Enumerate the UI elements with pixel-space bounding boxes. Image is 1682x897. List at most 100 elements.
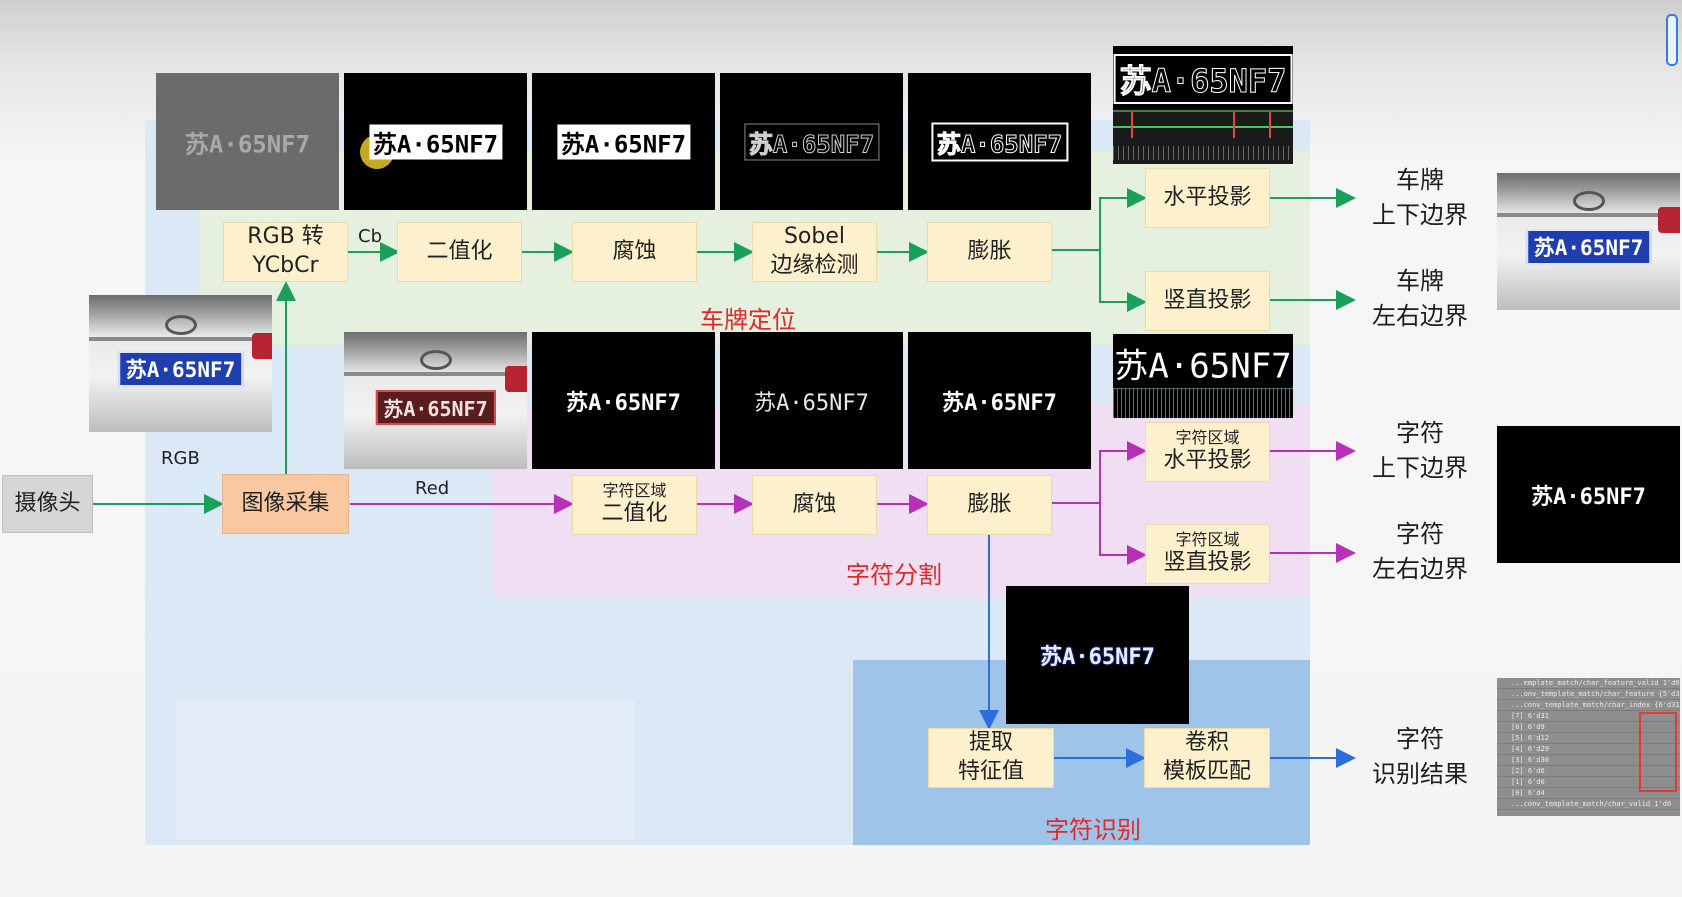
output-char-lr-l1: 字符: [1360, 517, 1480, 552]
conv-template-line2: 模板匹配: [1163, 758, 1251, 787]
dilate-node-1: 膨胀: [927, 222, 1052, 282]
thumb-binarized-plate-text: 苏A·65NF7: [369, 124, 502, 159]
thumb-char-binarized: 苏A·65NF7: [532, 332, 715, 469]
image-acquire-node: 图像采集: [222, 474, 349, 534]
output-char-lr-l2: 左右边界: [1360, 552, 1480, 587]
source-car-plate-text: 苏A·65NF7: [118, 351, 244, 387]
car-taillight-right: [505, 366, 527, 392]
char-hproj-sub: 字符区域: [1175, 428, 1239, 447]
extract-feature-node: 提取 特征值: [928, 728, 1054, 788]
output-char-left-right: 字符 左右边界: [1360, 517, 1480, 587]
char-vproj-main: 竖直投影: [1163, 549, 1251, 578]
car-taillight-right: [252, 333, 272, 359]
thumb-sobel-plate-text: 苏A·65NF7: [744, 123, 879, 160]
char-hproj-main: 水平投影: [1163, 447, 1251, 476]
result-char-image: 苏A·65NF7: [1497, 426, 1680, 563]
thumb-cb-plate-text: 苏A·65NF7: [185, 124, 310, 159]
camera-node: 摄像头: [2, 475, 93, 533]
tree-row: ...conv_template_match/char_valid 1'd0: [1497, 799, 1680, 810]
thumb-eroded: 苏A·65NF7: [532, 73, 715, 210]
tree-row: ...onv_template_match/char_feature {5'd3…: [1497, 689, 1680, 700]
char-hproj-node: 字符区域 水平投影: [1145, 422, 1270, 482]
rgb-to-ycbcr-line2: YCbCr: [253, 252, 319, 281]
vertical-projection-node: 竖直投影: [1145, 271, 1270, 331]
thumb-char-eroded: 苏A·65NF7: [720, 332, 903, 469]
car-trunk-trim: [344, 372, 527, 376]
output-plate-tb-l2: 上下边界: [1360, 198, 1480, 233]
dilate-node-2: 膨胀: [927, 475, 1052, 535]
thumb-projection-plate: 苏A·65NF7: [1113, 46, 1293, 164]
car-logo-icon: [165, 315, 197, 335]
char-vproj-sub: 字符区域: [1175, 530, 1239, 549]
car-taillight-right: [1658, 207, 1680, 233]
thumb-char-bin-plate-text: 苏A·65NF7: [566, 385, 681, 417]
sobel-node: Sobel 边缘检测: [752, 222, 877, 282]
binarize-node: 二值化: [397, 222, 522, 282]
char-binarize-node: 字符区域 二值化: [572, 475, 697, 535]
projection-marker-left: [1131, 112, 1133, 138]
edge-label-red: Red: [415, 478, 449, 499]
sobel-line2: 边缘检测: [770, 252, 858, 281]
output-plate-lr-l2: 左右边界: [1360, 299, 1480, 334]
char-vproj-node: 字符区域 竖直投影: [1145, 524, 1270, 584]
thumb-red-plate-text: 苏A·65NF7: [375, 390, 495, 425]
horizontal-projection-node: 水平投影: [1145, 168, 1270, 228]
waveform-signal-tree: ...emplate_match/char_feature_valid 1'd0…: [1497, 678, 1680, 816]
result-car-image: 苏A·65NF7: [1497, 173, 1680, 310]
thumb-char-eroded-plate-text: 苏A·65NF7: [754, 385, 869, 417]
output-plate-lr-l1: 车牌: [1360, 264, 1480, 299]
tree-row: ...emplate_match/char_feature_valid 1'd0: [1497, 678, 1680, 689]
output-plate-left-right: 车牌 左右边界: [1360, 264, 1480, 334]
thumb-eroded-plate-text: 苏A·65NF7: [557, 124, 690, 159]
highlight-box: [1639, 712, 1677, 792]
erode-node-1: 腐蚀: [572, 222, 697, 282]
projection-graph: [1113, 110, 1293, 164]
sobel-line1: Sobel: [784, 223, 845, 252]
projection-marker-right: [1269, 112, 1271, 138]
edge-label-cb: Cb: [358, 226, 382, 247]
thumb-char-recognize: 苏A·65NF7: [1006, 586, 1189, 724]
output-recognition-result: 字符 识别结果: [1360, 722, 1480, 792]
extract-feature-line2: 特征值: [958, 758, 1024, 787]
tree-row: ...conv_template_match/char_index {6'd31…: [1497, 700, 1680, 711]
thumb-cb-channel: 苏A·65NF7: [156, 73, 339, 210]
scrollbar[interactable]: [1666, 14, 1678, 66]
char-binarize-sub: 字符区域: [602, 481, 666, 500]
thumb-dilated-plate-text: 苏A·65NF7: [931, 122, 1068, 161]
thumb-char-proj-plate-text: 苏A·65NF7: [1114, 338, 1291, 387]
thumb-dilated: 苏A·65NF7: [908, 73, 1091, 210]
conv-template-node: 卷积 模板匹配: [1144, 728, 1270, 788]
char-binarize-main: 二值化: [601, 500, 667, 529]
output-result-l2: 识别结果: [1360, 757, 1480, 792]
char-projection-waveform: [1113, 388, 1293, 418]
thumb-char-dilated-plate-text: 苏A·65NF7: [942, 385, 1057, 417]
rgb-to-ycbcr-line1: RGB 转: [247, 223, 323, 252]
car-logo-icon: [420, 350, 452, 370]
result-car-plate-text: 苏A·65NF7: [1526, 229, 1652, 265]
edge-label-rgb: RGB: [161, 448, 200, 469]
thumb-projection-plate-text: 苏A·65NF7: [1114, 54, 1293, 104]
thumb-char-projection: 苏A·65NF7: [1113, 334, 1293, 418]
erode-node-2: 腐蚀: [752, 475, 877, 535]
car-trunk-trim: [1497, 213, 1680, 217]
extract-feature-line1: 提取: [969, 729, 1013, 758]
output-plate-top-bottom: 车牌 上下边界: [1360, 163, 1480, 233]
rgb-to-ycbcr-node: RGB 转 YCbCr: [223, 222, 348, 282]
projection-green-line: [1113, 126, 1293, 128]
thumb-binarized: 苏A·65NF7: [344, 73, 527, 210]
source-car-image: 苏A·65NF7: [89, 295, 272, 432]
car-trunk-trim: [89, 337, 272, 341]
thumb-red-channel-car: 苏A·65NF7: [344, 332, 527, 469]
result-char-plate-text: 苏A·65NF7: [1531, 479, 1646, 511]
thumb-char-dilated: 苏A·65NF7: [908, 332, 1091, 469]
thumb-recognize-plate-text: 苏A·65NF7: [1040, 639, 1155, 671]
projection-marker-mid: [1233, 112, 1235, 138]
output-result-l1: 字符: [1360, 722, 1480, 757]
car-logo-icon: [1573, 191, 1605, 211]
conv-template-line1: 卷积: [1185, 729, 1229, 758]
thumb-sobel: 苏A·65NF7: [720, 73, 903, 210]
output-char-top-bottom: 字符 上下边界: [1360, 416, 1480, 486]
output-char-tb-l1: 字符: [1360, 416, 1480, 451]
projection-noise: [1113, 146, 1293, 160]
output-char-tb-l2: 上下边界: [1360, 451, 1480, 486]
